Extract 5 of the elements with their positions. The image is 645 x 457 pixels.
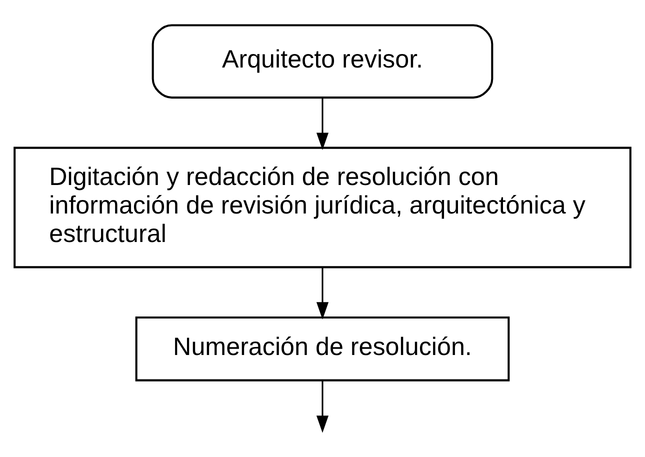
node-box: Numeración de resolución.: [135, 316, 510, 382]
arrow: [316, 98, 329, 150]
node-box: Arquitecto revisor.: [152, 24, 494, 99]
node-box: Digitación y redacción de resolución con información de revisión jurídica, arquitectónica y estructural: [14, 146, 632, 268]
arrow: [316, 267, 329, 320]
